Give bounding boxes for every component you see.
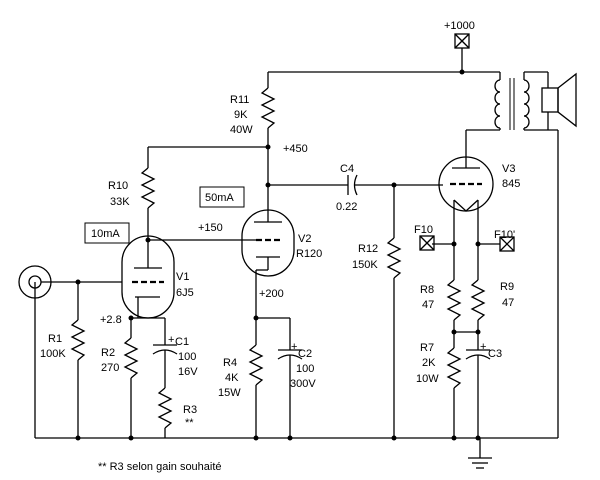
c1-plus: + — [168, 334, 174, 346]
c2-value: 100 — [296, 363, 314, 375]
filament-connectors: F10 F10' — [414, 224, 515, 252]
v1-plate-node: 10mA +150 — [84, 222, 256, 244]
r1-value: 100K — [40, 348, 66, 360]
v2-cathode-network: +200 R4 4K 15W + C2 100 300V — [218, 269, 316, 441]
r10-resistor: R10 33K — [108, 146, 268, 240]
c2-plus: + — [291, 341, 297, 353]
r12-value: 150K — [352, 259, 378, 271]
r1-resistor: R1 100K — [40, 282, 86, 441]
v450-label: +450 — [283, 143, 308, 155]
v200-label: +200 — [259, 288, 284, 300]
v2-ref: V2 — [298, 233, 311, 245]
hv-label: +1000 — [444, 20, 475, 32]
c1-ref: C1 — [175, 336, 189, 348]
r8-r9-resistors: R8 47 R9 47 — [420, 244, 514, 335]
v3-type: 845 — [502, 178, 520, 190]
r11-value: 9K — [234, 109, 248, 121]
r12-ref: R12 — [358, 243, 378, 255]
v2-current: 50mA — [205, 192, 234, 204]
c3-plus: + — [480, 341, 486, 353]
c1-value: 100 — [178, 351, 196, 363]
r8-value: 47 — [422, 299, 434, 311]
r11-rating: 40W — [230, 124, 253, 136]
v150-label: +150 — [198, 222, 223, 234]
r1-ref: R1 — [48, 333, 62, 345]
footnote: ** R3 selon gain souhaité — [98, 461, 222, 473]
r2-value: 270 — [101, 362, 119, 374]
v1-tube: V1 6J5 — [121, 235, 194, 319]
r4-value: 4K — [225, 372, 239, 384]
r3-value: ** — [185, 417, 194, 429]
r2-ref: R2 — [101, 347, 115, 359]
r7-ref: R7 — [420, 342, 434, 354]
c4-capacitor: C4 0.22 — [268, 163, 443, 213]
r9-value: 47 — [502, 297, 514, 309]
v1-cathode-network: +2.8 R2 270 + C1 100 16V R3 ** — [100, 314, 198, 441]
v1-current: 10mA — [91, 228, 120, 240]
c3-ref: C3 — [488, 348, 502, 360]
v3-ref: V3 — [502, 163, 515, 175]
c4-ref: C4 — [340, 163, 354, 175]
f10p-label: F10' — [494, 229, 515, 241]
r7-value: 2K — [422, 357, 436, 369]
v28-label: +2.8 — [100, 314, 122, 326]
c2-rating: 300V — [290, 378, 316, 390]
hv-terminal: +1000 — [444, 20, 475, 75]
speaker-icon — [541, 72, 577, 128]
ground-bus — [34, 282, 558, 469]
r8-ref: R8 — [420, 284, 434, 296]
r7-rating: 10W — [416, 373, 439, 385]
c2-ref: C2 — [298, 348, 312, 360]
r7-c3-network: R7 2K 10W + C3 — [416, 332, 502, 441]
c1-rating: 16V — [178, 366, 198, 378]
v2-tube: V2 R120 — [241, 209, 322, 277]
r12-resistor: R12 150K — [352, 185, 402, 441]
r10-ref: R10 — [108, 180, 128, 192]
f10-label: F10 — [414, 224, 433, 236]
r9-ref: R9 — [500, 281, 514, 293]
c4-value: 0.22 — [336, 201, 357, 213]
r10-value: 33K — [110, 196, 130, 208]
r11-resistor: R11 9K 40W +450 — [230, 71, 462, 222]
v2-type: R120 — [296, 248, 322, 260]
r4-rating: 15W — [218, 387, 241, 399]
v1-ref: V1 — [176, 271, 189, 283]
r11-ref: R11 — [230, 94, 249, 106]
r3-ref: R3 — [183, 404, 197, 416]
r4-ref: R4 — [223, 357, 237, 369]
v1-type: 6J5 — [176, 287, 194, 299]
output-transformer — [462, 71, 559, 438]
v2-current-box: 50mA — [199, 186, 245, 208]
v3-tube: V3 845 — [438, 130, 520, 244]
